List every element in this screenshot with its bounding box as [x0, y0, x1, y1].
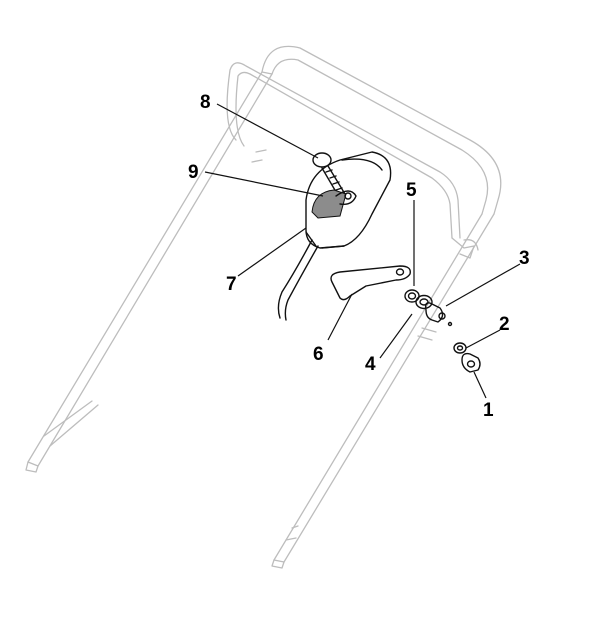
handle-frame	[25, 45, 502, 569]
callout-8: 8	[200, 92, 211, 113]
washer-nut-part	[453, 342, 467, 354]
cable-part	[277, 239, 319, 321]
leader-lines	[204, 103, 521, 399]
washer-small-part	[415, 294, 433, 310]
callout-9: 9	[188, 162, 199, 183]
lever-housing-part	[305, 151, 392, 249]
spacer-part	[424, 302, 453, 327]
callout-4: 4	[365, 354, 376, 375]
callout-2: 2	[499, 314, 510, 335]
callout-6: 6	[313, 344, 324, 365]
callout-3: 3	[519, 248, 530, 269]
nut-part	[461, 352, 481, 373]
callout-1: 1	[483, 400, 494, 421]
housing-label	[311, 189, 347, 219]
callout-5: 5	[406, 180, 417, 201]
washer-part	[404, 289, 420, 303]
callout-7: 7	[226, 274, 237, 295]
throttle-lever-part	[330, 265, 411, 301]
